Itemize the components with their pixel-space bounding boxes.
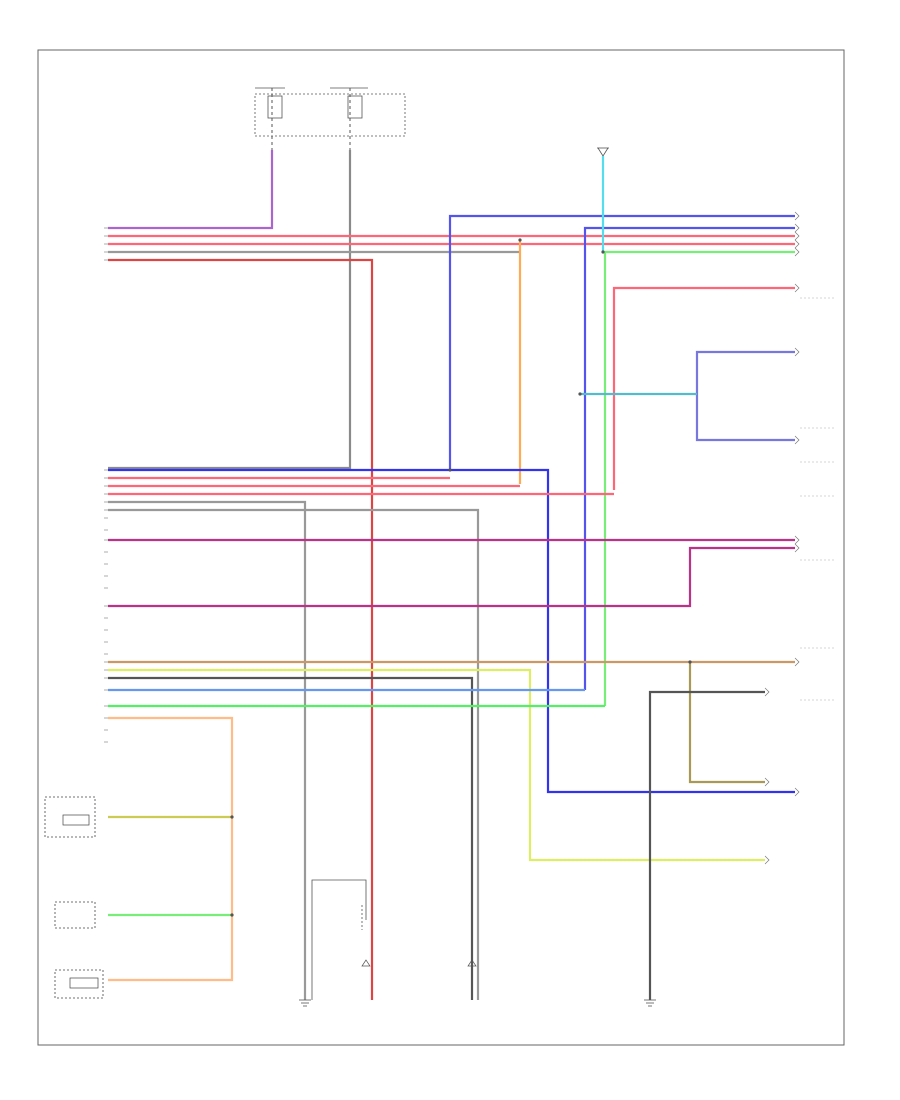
fuse-panel (254, 87, 406, 150)
module-box-3 (54, 969, 104, 999)
connector-left-top (104, 227, 108, 261)
ground-symbol-1 (299, 999, 311, 1007)
splice-dots (230, 238, 692, 917)
wire-pink-right-lower (612, 286, 795, 490)
wire-blue-2 (583, 226, 795, 690)
connector-symbol-3 (361, 959, 477, 967)
wire-gray-mid-4 (108, 500, 307, 1000)
wire-blue-loop (695, 350, 795, 442)
module-box-1 (44, 796, 96, 838)
component-markers-right (800, 297, 835, 701)
wire-gray-mid-5 (108, 508, 480, 1000)
wire-black-right-ground (648, 690, 765, 1000)
connector-left-mid (104, 469, 108, 743)
connector-right-arrows (764, 211, 800, 865)
wire-purple-fuse (108, 150, 274, 230)
wire-yellow-low (108, 668, 765, 862)
wire-gray-fuse (108, 150, 352, 470)
ground-symbol-2 (644, 999, 656, 1007)
wire-blue-top (448, 214, 795, 470)
wire-black-low (108, 676, 474, 1000)
page-frame (37, 49, 845, 1046)
module-box-2 (54, 901, 96, 929)
wire-orange-low (108, 716, 234, 982)
bottom-splice (311, 879, 367, 1000)
antenna-symbol (597, 147, 609, 157)
wire-tan-vert (688, 662, 765, 784)
wire-red-4 (108, 258, 374, 1000)
wire-purple-right-2 (108, 546, 795, 608)
wire-green-right (603, 250, 795, 706)
wire-blue-mid (108, 468, 795, 794)
